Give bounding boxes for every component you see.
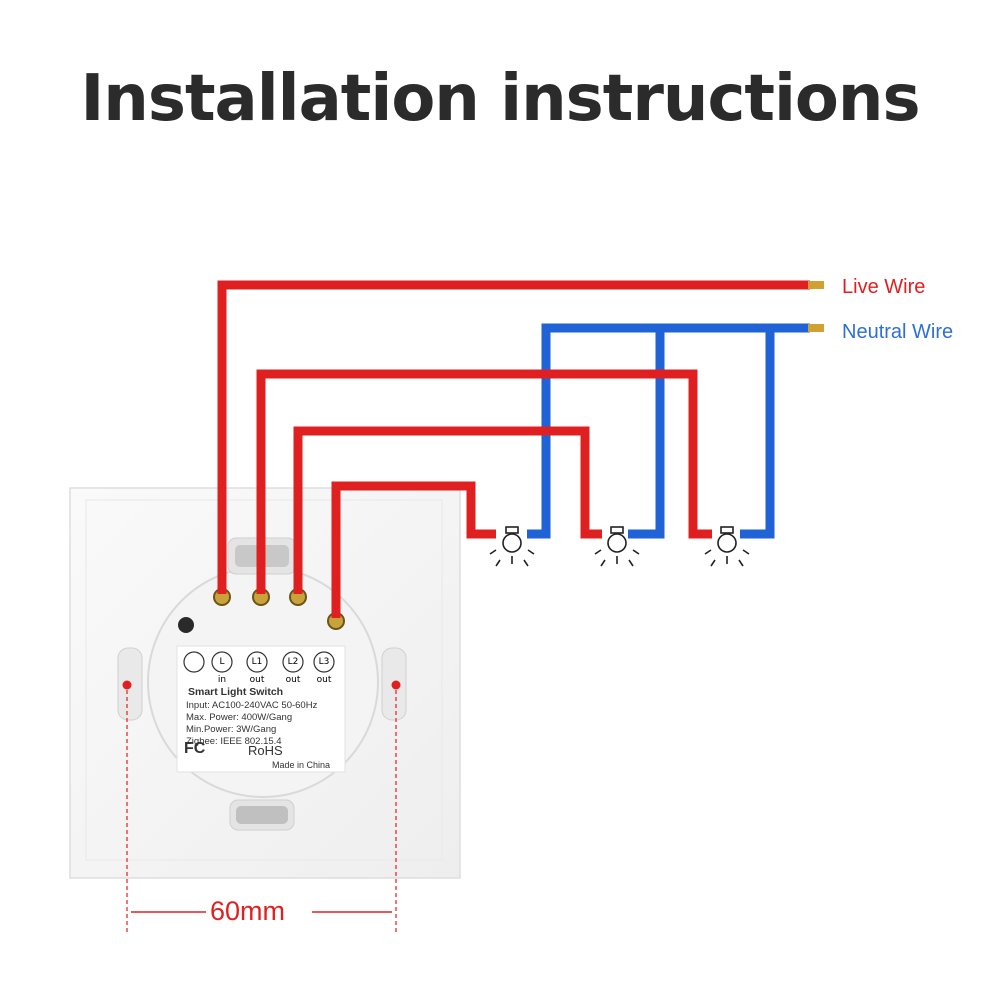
neutral-wire-label: Neutral Wire: [842, 321, 954, 343]
dimension-label: 60mm: [210, 896, 286, 926]
fc-logo: FC: [184, 740, 206, 757]
live-wire: [217, 280, 810, 594]
live-wire-end: [808, 281, 824, 289]
device-name: Smart Light Switch: [188, 686, 284, 698]
terminal-l-sub: in: [217, 675, 227, 685]
spec-max-power: Max. Power: 400W/Gang: [186, 712, 293, 723]
l2-wire: [293, 426, 602, 594]
live-wires: [217, 280, 810, 618]
terminal-l3-sub: out: [316, 675, 332, 685]
lamp-icon: [594, 526, 640, 567]
terminal-l3-circle: [313, 651, 335, 673]
switch-module: [147, 537, 379, 831]
terminal-l-label: L: [219, 657, 225, 667]
page-title: Installation instructions: [80, 62, 920, 136]
terminal-l1-sub: out: [249, 675, 265, 685]
spec-input: Input: AC100-240VAC 50-60Hz: [186, 700, 318, 711]
terminal-l3-label: L3: [318, 657, 330, 667]
spec-min-power: Min.Power: 3W/Gang: [186, 724, 277, 735]
spec-zigbee: Zigbee: IEEE 802.15.4: [186, 736, 282, 747]
terminal-l-circle: [211, 651, 233, 673]
neutral-wire-end: [808, 324, 824, 332]
terminal-l2-sub: out: [285, 675, 301, 685]
live-wire-label: Live Wire: [842, 276, 926, 298]
l3-wire: [331, 481, 496, 618]
blank-terminal-circle: [183, 651, 205, 673]
rohs-mark: RoHS: [248, 743, 283, 758]
l1-wire: [256, 369, 712, 594]
dimension-line: [122, 680, 401, 932]
terminal-l1-label: L1: [251, 657, 263, 667]
terminal-l1-circle: [246, 651, 268, 673]
terminal-l2-circle: [282, 651, 304, 673]
lamp-icon: [489, 526, 535, 567]
made-in-label: Made in China: [272, 760, 331, 770]
terminal-l2-label: L2: [287, 657, 299, 667]
lamp-icon: [704, 526, 750, 567]
